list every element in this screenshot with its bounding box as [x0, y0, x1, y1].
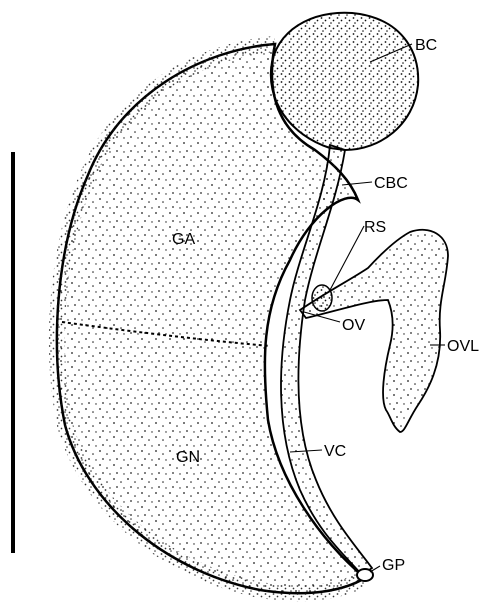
genital-pore [357, 569, 373, 581]
label-vc: VC [324, 443, 346, 460]
bursa-copulatrix [271, 13, 418, 150]
label-ga: GA [172, 231, 195, 248]
label-cbc: CBC [374, 175, 408, 192]
label-rs: RS [364, 219, 386, 236]
label-ovl: OVL [447, 338, 479, 355]
label-gp: GP [382, 557, 405, 574]
label-bc: BC [415, 37, 437, 54]
label-gn: GN [176, 449, 200, 466]
oviduct-lobe [300, 230, 448, 432]
label-ov: OV [342, 317, 365, 334]
